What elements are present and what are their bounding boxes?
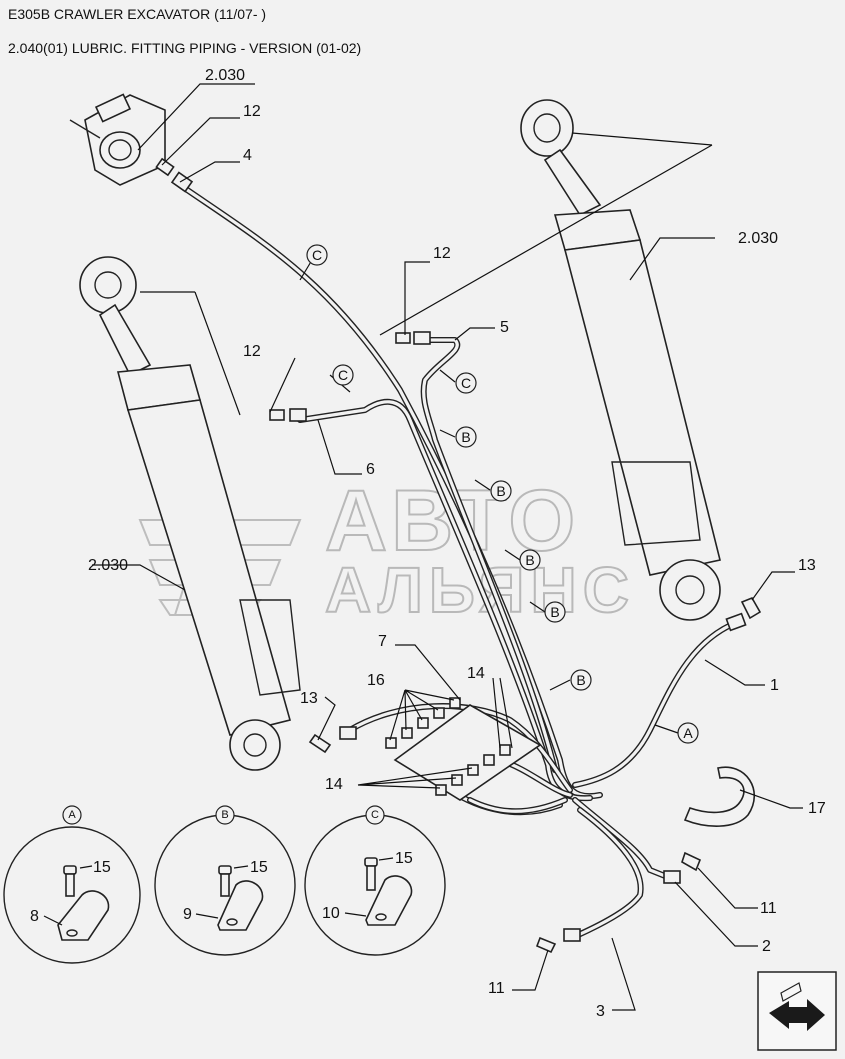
callout-14-top: 14	[467, 665, 485, 682]
bubble-b-3: B	[525, 552, 534, 568]
pipe-bundle	[177, 182, 741, 938]
page-title: E305B CRAWLER EXCAVATOR (11/07- )	[8, 6, 267, 22]
callout-4: 4	[243, 147, 252, 164]
callout-17: 17	[808, 800, 826, 817]
callout-12-mid: 12	[433, 245, 451, 262]
callout-12-top: 12	[243, 103, 261, 120]
ref-label-top: 2.030	[205, 67, 245, 84]
callout-11-bottom: 11	[488, 980, 505, 997]
bubble-c-1: C	[312, 247, 322, 263]
detail-b: B 15 9	[154, 805, 296, 956]
callout-12-left: 12	[243, 343, 261, 360]
bubble-a-1: A	[683, 725, 693, 741]
callout-2: 2	[762, 938, 771, 955]
bubble-b-5: B	[576, 672, 585, 688]
detail-c-clamp: 10	[322, 905, 340, 922]
bubble-c-3: C	[461, 375, 471, 391]
ref-label-left: 2.030	[88, 557, 128, 574]
ref-label-right: 2.030	[738, 230, 778, 247]
callout-13-left: 13	[300, 690, 318, 707]
detail-c: C 15 10	[304, 805, 446, 956]
section-bubbles: C C C B B B B B A	[306, 244, 699, 744]
boom-pin-bracket	[69, 93, 166, 186]
detail-b-clamp: 9	[183, 906, 192, 923]
next-page-arrow-icon	[757, 971, 837, 1051]
detail-a-letter: A	[68, 809, 76, 821]
callout-1: 1	[770, 677, 779, 694]
callout-3: 3	[596, 1003, 605, 1020]
detail-a-clamp: 8	[30, 908, 39, 925]
callout-6: 6	[366, 461, 375, 478]
detail-a: A 15 8	[3, 805, 141, 964]
detail-b-letter: B	[221, 809, 228, 821]
bubble-c-2: C	[338, 367, 348, 383]
next-page-button[interactable]	[757, 971, 837, 1051]
detail-c-letter: C	[371, 809, 379, 821]
callout-14-bottom: 14	[325, 776, 343, 793]
right-hydraulic-cylinder	[379, 99, 721, 621]
callout-7: 7	[378, 633, 387, 650]
callout-13-right: 13	[798, 557, 816, 574]
detail-a-bolt: 15	[93, 859, 111, 876]
page-subtitle: 2.040(01) LUBRIC. FITTING PIPING - VERSI…	[8, 40, 362, 56]
watermark-line2: АЛЬЯНС	[325, 554, 635, 626]
fittings	[155, 157, 762, 954]
detail-c-bolt: 15	[395, 850, 413, 867]
bubble-b-1: B	[461, 429, 470, 445]
detail-b-bolt: 15	[250, 859, 268, 876]
callout-11-right: 11	[760, 900, 777, 917]
hose-strap	[683, 766, 755, 827]
left-hydraulic-cylinder	[79, 256, 301, 771]
callout-16: 16	[367, 672, 385, 689]
callout-5: 5	[500, 319, 509, 336]
bubble-b-2: B	[496, 483, 505, 499]
bubble-b-4: B	[550, 604, 559, 620]
